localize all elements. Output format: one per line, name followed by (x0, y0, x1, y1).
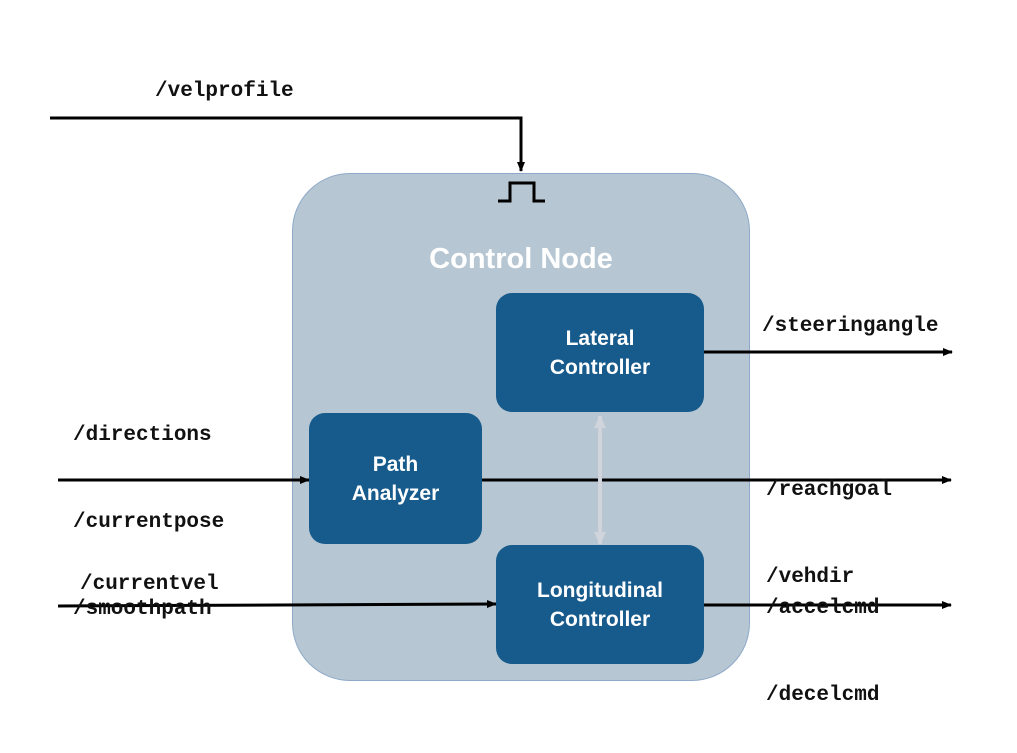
trigger-pulse-icon (498, 181, 545, 203)
longitudinal-controller-label-2: Controller (549, 607, 651, 631)
lateral-controller-block: Lateral Controller (496, 293, 704, 412)
topic-velprofile: /velprofile (155, 80, 294, 103)
topic-vehdir: /vehdir (766, 566, 855, 589)
topic-directions: /directions (73, 424, 212, 447)
path-analyzer-block: Path Analyzer (309, 413, 482, 544)
topic-group-path-inputs: /directions /currentpose /smoothpath (73, 363, 224, 682)
currentvel-wire (57, 600, 497, 609)
topic-accelcmd: /accelcmd (766, 597, 880, 620)
lateral-controller-label-2: Controller (549, 355, 651, 379)
topic-group-reach: /reachgoal /vehdir (766, 418, 892, 650)
topic-decelcmd: /decelcmd (766, 684, 880, 707)
path-analyzer-label-2: Analyzer (351, 481, 440, 505)
longitudinal-controller-block: Longitudinal Controller (496, 545, 704, 664)
topic-reachgoal: /reachgoal (766, 479, 893, 502)
topic-steeringangle: /steeringangle (762, 315, 939, 338)
topic-currentvel: /currentvel (80, 573, 219, 596)
lateral-controller-label-1: Lateral (565, 326, 635, 350)
velprofile-wire (50, 116, 525, 172)
longitudinal-controller-label-1: Longitudinal (537, 578, 663, 602)
topic-currentpose: /currentpose (73, 511, 225, 534)
topic-smoothpath: /smoothpath (73, 598, 212, 621)
path-analyzer-label-1: Path (372, 452, 419, 476)
control-node-title: Control Node (429, 243, 613, 275)
topic-group-accel: /accelcmd /decelcmd (766, 536, 879, 753)
